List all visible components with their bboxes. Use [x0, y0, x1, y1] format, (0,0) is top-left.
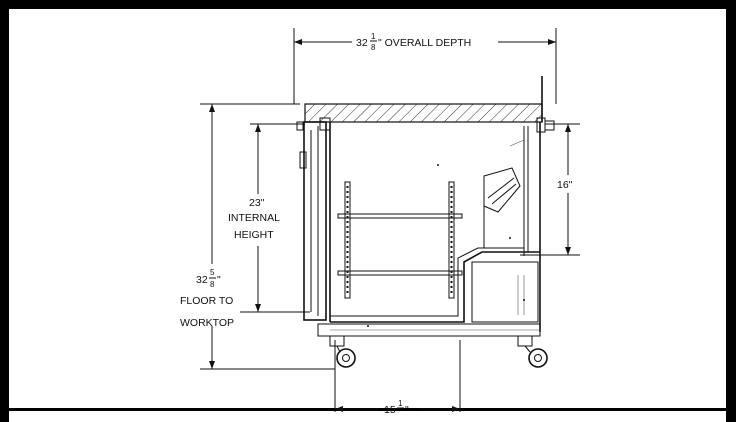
- overall-depth-whole: 32: [356, 37, 368, 49]
- floor-to-worktop-unit: ": [217, 274, 221, 286]
- floor-to-worktop-whole: 32: [196, 274, 208, 286]
- internal-height-line2: HEIGHT: [234, 229, 274, 241]
- overall-depth-den: 8: [371, 43, 376, 52]
- bottom-depth-num: 1: [398, 399, 403, 408]
- rail-height-dimension: 16": [520, 123, 580, 256]
- internal-height-line1: INTERNAL: [228, 212, 280, 224]
- floor-to-worktop-den: 8: [210, 280, 215, 289]
- bottom-depth-unit: ": [405, 404, 409, 416]
- internal-height-dimension: 23" INTERNAL HEIGHT: [228, 123, 310, 313]
- bottom-depth-whole: 15: [384, 404, 396, 416]
- overall-depth-dimension: 32 1 8 " OVERALL DEPTH: [293, 28, 557, 104]
- cabinet-body: [296, 76, 555, 337]
- bottom-depth-dimension: 15 1 ": [334, 340, 461, 416]
- rail-height-value: 16": [557, 179, 573, 191]
- internal-height-value: 23": [249, 197, 265, 209]
- floor-to-worktop-line1: FLOOR TO: [180, 295, 233, 307]
- floor-to-worktop-num: 5: [210, 268, 215, 277]
- compressor-housing: [471, 261, 539, 323]
- floor-to-worktop-dimension: 32 5 8 " FLOOR TO WORKTOP: [180, 103, 335, 370]
- shelf-standards: [344, 181, 455, 299]
- caster-front: [329, 335, 356, 368]
- worktop: [304, 103, 543, 123]
- evaporator: [483, 167, 521, 213]
- door: [303, 121, 327, 321]
- floor-to-worktop-line2: WORKTOP: [180, 317, 234, 329]
- shelf-lower: [337, 270, 463, 276]
- overall-depth-label: " OVERALL DEPTH: [378, 37, 471, 49]
- overall-depth-num: 1: [371, 32, 376, 41]
- door-handle: [299, 151, 307, 169]
- shelf-upper: [337, 213, 463, 219]
- caster-rear: [517, 335, 548, 368]
